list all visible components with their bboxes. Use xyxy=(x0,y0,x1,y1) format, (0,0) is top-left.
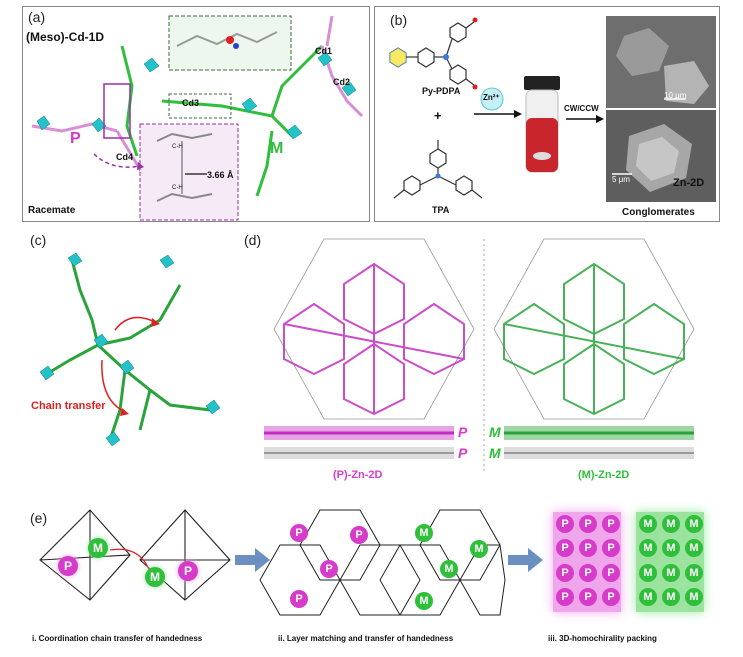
tpa-label: TPA xyxy=(432,205,450,215)
pack-p: P xyxy=(602,587,620,606)
disc-p-ii-3: P xyxy=(350,526,368,544)
tpa-molecule xyxy=(393,140,483,199)
pack-p: P xyxy=(556,587,574,606)
py-pdpa-label: Py-PDPA xyxy=(422,86,461,96)
pack-m: M xyxy=(639,587,657,606)
disc-p-1: P xyxy=(58,556,78,576)
disc-m-2: M xyxy=(145,567,165,587)
pack-p: P xyxy=(602,539,620,558)
disc-m-1: M xyxy=(88,538,108,558)
p-label-d2: P xyxy=(458,445,468,461)
m-label-d1: M xyxy=(489,424,501,440)
panel-e-schematic xyxy=(39,509,543,616)
pack-m: M xyxy=(662,539,680,558)
disc-m-ii-3: M xyxy=(470,540,488,558)
caption-iii: iii. 3D-homochirality packing xyxy=(548,634,657,643)
cd4-label: Cd4 xyxy=(116,152,134,162)
disc-p-ii-2: P xyxy=(320,560,338,578)
caption-i: i. Coordination chain transfer of handed… xyxy=(32,634,203,643)
p-label-d1: P xyxy=(458,424,468,440)
plus-sign: + xyxy=(434,108,442,123)
m-label-a: M xyxy=(270,140,284,157)
pack-p: P xyxy=(556,563,574,582)
cd2-label: Cd2 xyxy=(333,77,351,87)
scale-5um: 5 μm xyxy=(612,175,630,184)
pack-m: M xyxy=(639,515,657,533)
m-label-d2: M xyxy=(489,445,501,461)
pack-m: M xyxy=(639,539,657,558)
panel-d-structure xyxy=(264,238,695,474)
cw-ccw-label: CW/CCW xyxy=(564,104,599,113)
panel-a xyxy=(22,6,370,222)
pack-m: M xyxy=(685,515,703,533)
panel-c-structure xyxy=(39,252,221,447)
pack-p: P xyxy=(579,587,597,606)
pack-m: M xyxy=(685,587,703,606)
pack-p: P xyxy=(556,515,574,533)
zn2d-label: Zn-2D xyxy=(673,177,705,189)
pack-p: P xyxy=(602,563,620,582)
panel-b-label: (b) xyxy=(390,12,408,28)
panel-a-label: (a) xyxy=(28,9,46,25)
m-caption: (M)-Zn-2D xyxy=(578,469,630,481)
packing-p-block: P P P P P P P P P P P P xyxy=(553,512,621,612)
caption-ii: ii. Layer matching and transfer of hande… xyxy=(278,634,454,643)
reaction-scheme xyxy=(474,16,716,202)
disc-m-ii-4: M xyxy=(415,592,433,610)
p-caption: (P)-Zn-2D xyxy=(333,469,383,481)
py-pdpa-molecule xyxy=(389,17,478,90)
disc-p-ii-1: P xyxy=(290,524,308,542)
pack-p: P xyxy=(579,539,597,558)
disc-m-ii-1: M xyxy=(415,524,433,542)
pack-p: P xyxy=(602,515,620,533)
cd1-label: Cd1 xyxy=(315,46,333,56)
distance-label: 3.66 Å xyxy=(207,170,234,180)
panel-a-title: (Meso)-Cd-1D xyxy=(26,30,104,44)
ch-label-bottom: C-H xyxy=(172,185,183,191)
chain-transfer-label: Chain transfer xyxy=(31,400,106,412)
p-label-a: P xyxy=(70,130,81,147)
pack-m: M xyxy=(662,515,680,533)
zn-label: Zn²⁺ xyxy=(483,93,500,102)
packing-m-block: M M M M M M M M M M M M xyxy=(636,512,704,612)
panel-b xyxy=(374,6,720,222)
panel-a-structure xyxy=(31,15,364,221)
pack-p: P xyxy=(579,515,597,533)
pack-p: P xyxy=(579,563,597,582)
disc-m-ii-2: M xyxy=(440,560,458,578)
pack-m: M xyxy=(639,563,657,582)
pack-m: M xyxy=(662,563,680,582)
ch-label-top: C-H xyxy=(172,144,183,150)
panel-d-label: (d) xyxy=(244,232,262,248)
racemate-label: Racemate xyxy=(28,205,76,216)
scale-10um: 10 μm xyxy=(664,91,687,100)
conglomerates-label: Conglomerates xyxy=(622,207,695,218)
disc-p-2: P xyxy=(178,561,198,581)
panel-e-label: (e) xyxy=(30,510,48,526)
panel-c-label: (c) xyxy=(30,232,47,248)
pack-m: M xyxy=(685,539,703,558)
pack-p: P xyxy=(556,539,574,558)
cd3-label: Cd3 xyxy=(182,98,200,108)
pack-m: M xyxy=(662,587,680,606)
pack-m: M xyxy=(685,563,703,582)
disc-p-ii-4: P xyxy=(290,590,308,608)
